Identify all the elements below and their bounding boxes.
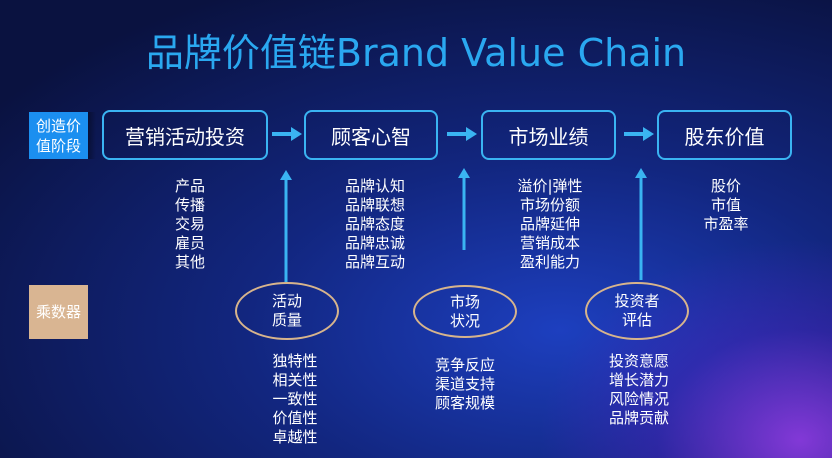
list-item: 传播 [174,196,205,214]
list-item: 品牌联想 [344,196,405,214]
multiplier-oval-investor-evaluation: 投资者 评估 [585,282,689,340]
list-item: 投资意愿 [608,352,669,370]
oval-label-line: 状况 [449,311,480,330]
oval-label-line: 评估 [621,311,652,329]
list-item: 品牌贡献 [608,409,669,427]
list-item: 雇员 [174,234,205,252]
list-item: 品牌认知 [344,177,405,195]
multiplier-oval-market-conditions: 市场 状况 [413,285,517,338]
stage-items-market: 溢价|弹性 市场份额 品牌延伸 营销成本 盈利能力 [505,177,595,272]
flow-arrow-3 [624,127,654,141]
list-item: 价值性 [272,409,318,427]
multiplier-arrow-3 [635,168,647,280]
oval-label-line: 质量 [271,311,302,329]
list-item: 市场份额 [519,196,580,214]
multiplier-arrow-1 [280,170,292,282]
list-item: 竞争反应 [434,356,495,374]
list-item: 渠道支持 [434,375,495,393]
oval-label-line: 活动 [271,292,302,310]
stage-market-performance: 市场业绩 [481,110,616,160]
list-item: 盈利能力 [519,253,580,271]
create-value-stage-label: 创造价值阶段 [29,112,88,159]
list-item: 独特性 [272,352,318,370]
list-item: 品牌忠诚 [344,234,405,252]
list-item: 品牌延伸 [519,215,580,233]
list-item: 品牌态度 [344,215,405,233]
list-item: 市值 [710,196,741,214]
create-value-stage-text: 创造价值阶段 [35,116,81,155]
multiplier-items-market: 竞争反应 渠道支持 顾客规模 [420,356,510,413]
list-item: 股价 [710,177,741,195]
page-title: 品牌价值链Brand Value Chain [145,31,687,75]
multiplier-items-activity: 独特性 相关性 一致性 价值性 卓越性 [255,352,335,447]
oval-label-line: 投资者 [614,292,660,310]
list-item: 相关性 [272,371,318,389]
list-item: 风险情况 [608,390,669,408]
multiplier-oval-activity-quality: 活动 质量 [235,282,339,340]
stage-items-mindset: 品牌认知 品牌联想 品牌态度 品牌忠诚 品牌互动 [330,177,420,272]
stage-items-shareholder: 股价 市值 市盈率 [686,177,766,234]
multiplier-label: 乘数器 [29,285,88,339]
stage-items-marketing: 产品 传播 交易 雇员 其他 [160,177,220,272]
list-item: 交易 [174,215,205,233]
list-item: 溢价|弹性 [517,177,583,195]
list-item: 增长潜力 [608,371,669,389]
multiplier-items-investor: 投资意愿 增长潜力 风险情况 品牌贡献 [594,352,684,428]
list-item: 其他 [174,253,205,271]
list-item: 产品 [174,177,205,195]
stage-shareholder-value: 股东价值 [657,110,792,160]
multiplier-arrow-2 [458,168,470,250]
label-shadow [88,112,96,159]
list-item: 一致性 [272,390,318,408]
list-item: 顾客规模 [434,394,495,412]
stage-marketing-investment: 营销活动投资 [102,110,268,160]
flow-arrow-2 [447,127,477,141]
list-item: 营销成本 [519,234,580,252]
list-item: 卓越性 [272,428,318,446]
oval-label-line: 市场 [449,292,480,311]
list-item: 市盈率 [703,215,749,233]
flow-arrow-1 [272,127,302,141]
list-item: 品牌互动 [344,253,405,271]
stage-customer-mindset: 顾客心智 [304,110,438,160]
